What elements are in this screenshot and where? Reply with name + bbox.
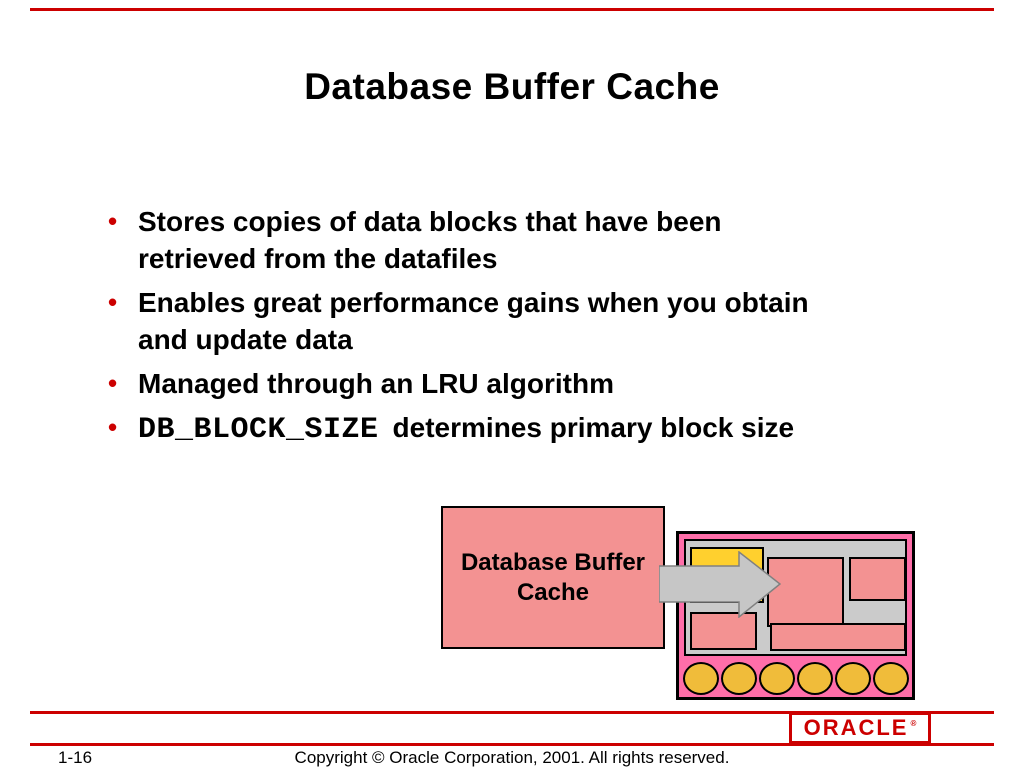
- ellipse-icon: [835, 662, 871, 695]
- bullet-item-db-block-size: • DB_BLOCK_SIZE determines primary block …: [108, 409, 948, 449]
- bullet-icon: •: [108, 412, 118, 442]
- footer-lower-rule: [30, 743, 994, 746]
- ellipse-icon: [721, 662, 757, 695]
- label-line: Database Buffer: [460, 548, 646, 576]
- footer-upper-rule: [30, 711, 994, 714]
- buffer-block: [690, 612, 757, 650]
- top-rule: [30, 8, 994, 11]
- bullet-icon: •: [108, 368, 118, 398]
- slide-title: Database Buffer Cache: [304, 66, 720, 107]
- buffer-block: [767, 557, 844, 627]
- oracle-logo: ORACLE ®: [789, 712, 931, 744]
- bullet-icon: •: [108, 206, 118, 236]
- ellipse-row: [683, 662, 909, 695]
- registered-mark-icon: ®: [910, 719, 917, 728]
- db-block-size-parameter: DB_BLOCK_SIZE: [138, 413, 379, 447]
- oracle-logo-text: ORACLE: [803, 715, 909, 740]
- label-line: Cache: [516, 578, 590, 606]
- bullet-text: DB_BLOCK_SIZE determines primary block si…: [138, 409, 794, 449]
- buffer-block: [770, 623, 906, 651]
- bullet-icon: •: [108, 287, 118, 317]
- buffer-block: [849, 557, 906, 601]
- bullet-line: determines primary block size: [392, 412, 795, 443]
- bullet-text: Managed through an LRU algorithm: [138, 365, 614, 402]
- bullet-line: Enables great performance gains when you…: [138, 287, 809, 318]
- bullet-item-performance-gains: • Enables great performance gains when y…: [108, 284, 948, 358]
- ellipse-icon: [759, 662, 795, 695]
- bullet-line: retrieved from the datafiles: [138, 243, 498, 274]
- ellipse-icon: [873, 662, 909, 695]
- bullet-text: Enables great performance gains when you…: [138, 284, 809, 358]
- bullet-line: Stores copies of data blocks that have b…: [138, 206, 722, 237]
- ellipse-icon: [683, 662, 719, 695]
- connector-arrow-icon: [659, 551, 781, 618]
- bullet-item-stores-copies: • Stores copies of data blocks that have…: [108, 203, 948, 277]
- page-number: 1-16: [58, 748, 93, 767]
- ellipse-icon: [797, 662, 833, 695]
- bullet-list: • Stores copies of data blocks that have…: [108, 203, 948, 456]
- database-buffer-cache-label-box: Database Buffer Cache: [441, 506, 665, 649]
- bullet-text: Stores copies of data blocks that have b…: [138, 203, 722, 277]
- bullet-line: Managed through an LRU algorithm: [138, 368, 614, 399]
- bullet-line: and update data: [138, 324, 353, 355]
- bullet-item-lru-algorithm: • Managed through an LRU algorithm: [108, 365, 948, 402]
- copyright-text: Copyright © Oracle Corporation, 2001. Al…: [294, 748, 730, 767]
